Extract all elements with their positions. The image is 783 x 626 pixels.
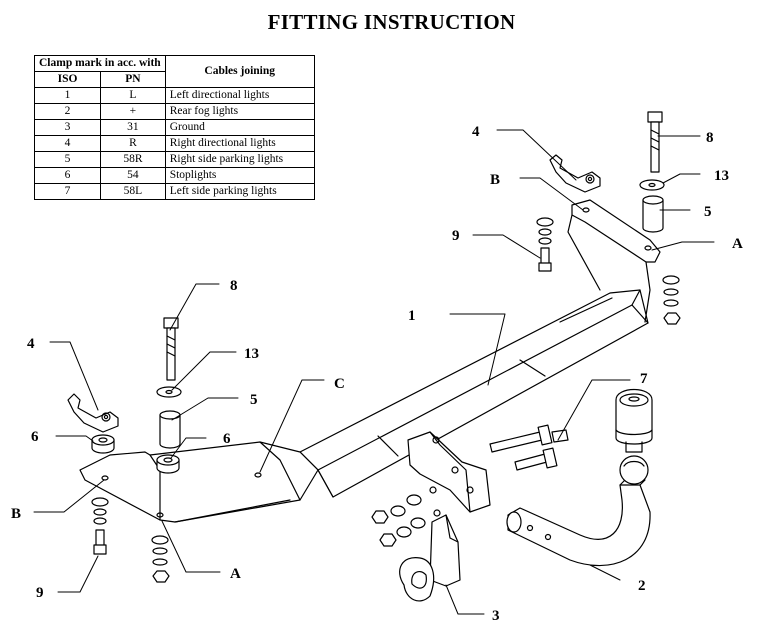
callout-6-top: 6 (223, 431, 231, 447)
left-side-bracket (79, 441, 319, 523)
cable-cell: Ground (164, 119, 315, 136)
mount-bolts (489, 424, 569, 471)
cables-joining-header: Cables joining (164, 55, 315, 88)
cable-cell: Left side parking lights (164, 183, 315, 200)
leader-lines (33, 129, 715, 615)
callout-4-left: 4 (27, 336, 35, 352)
callout-6-side: 6 (31, 429, 39, 445)
ball-cover (615, 388, 653, 453)
table-row: 4 R Right directional lights (33, 135, 315, 152)
callout-9-right: 9 (452, 228, 460, 244)
right-clamp-plate (549, 154, 601, 193)
clamp-mark-header: Clamp mark in acc. with (34, 55, 166, 72)
callout-A-left: A (230, 566, 241, 582)
table-row: 3 31 Ground (33, 119, 315, 136)
left-bolt-9-stack (91, 497, 109, 555)
cable-cell: Stoplights (164, 167, 315, 184)
callout-13-left: 13 (244, 346, 259, 362)
table-row: 6 54 Stoplights (33, 167, 315, 184)
callout-13-right: 13 (714, 168, 729, 184)
callout-4-right: 4 (472, 124, 480, 140)
socket-holder (399, 514, 461, 602)
callout-2: 2 (638, 578, 646, 594)
callout-C: C (334, 376, 345, 392)
page-title: FITTING INSTRUCTION (267, 10, 516, 34)
callout-B-left: B (11, 506, 21, 522)
callout-5-right: 5 (704, 204, 712, 220)
left-clamp-plate (67, 393, 119, 433)
callout-7: 7 (640, 371, 648, 387)
left-bolt-stack (91, 317, 182, 474)
table-row: 2 + Rear fog lights (33, 103, 315, 120)
left-nut-stack (151, 535, 170, 583)
mount-nuts-washers (371, 486, 441, 547)
tow-ball-arm (506, 455, 651, 567)
callout-B-right: B (490, 172, 500, 188)
callout-8-left: 8 (230, 278, 238, 294)
right-nut-stack (662, 275, 681, 325)
iso-cell: 7 (33, 183, 102, 200)
callout-8-right: 8 (706, 130, 714, 146)
table-row: 7 58L Left side parking lights (33, 183, 315, 200)
callout-A-right: A (732, 236, 743, 252)
ball-mount-plate (407, 431, 491, 513)
callout-5-left: 5 (250, 392, 258, 408)
right-side-bracket (567, 199, 661, 323)
right-bolt-9-stack (536, 217, 554, 272)
cable-clamp-table: Clamp mark in acc. with Cables joining I… (33, 55, 315, 200)
callout-9-left: 9 (36, 585, 44, 601)
callout-labels: 1 2 3 4 4 5 5 6 6 7 8 8 9 9 13 13 A A B … (11, 124, 743, 624)
right-bolt-stack (639, 111, 665, 233)
callout-3: 3 (492, 608, 500, 624)
cable-cell: Rear fog lights (164, 103, 315, 120)
callout-1: 1 (408, 308, 416, 324)
